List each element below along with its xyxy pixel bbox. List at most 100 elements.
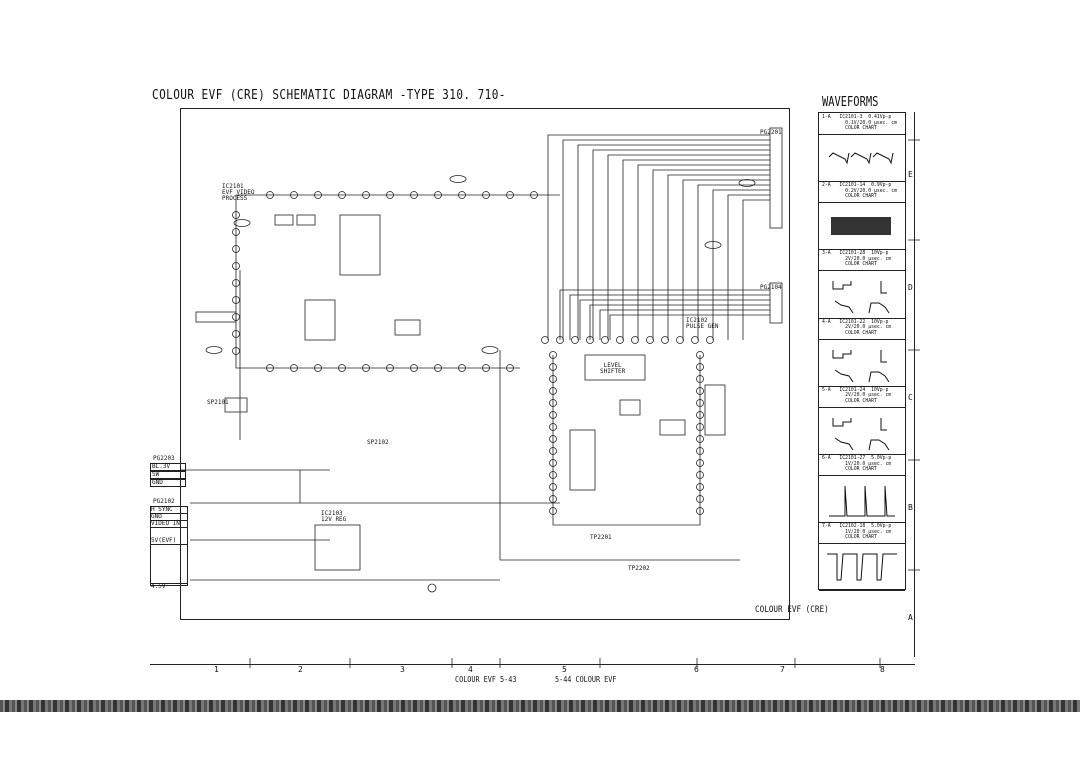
column-label: 4 — [468, 665, 473, 674]
wire — [562, 139, 770, 340]
pg2203-connector: BL.3V SW GND — [150, 463, 186, 487]
column-label: 7 — [780, 665, 785, 674]
ic-pin — [571, 336, 579, 344]
pg2102-connector: H SYNC GND VIDEO IN 5V(EVF) 4.5V — [150, 506, 188, 590]
legend-symbol — [427, 583, 437, 593]
ic2101-block — [339, 214, 381, 276]
connector-tag — [449, 175, 467, 183]
ic2102-label: IC2102 PULSE GEN — [686, 317, 719, 330]
ic2102-block — [704, 384, 726, 436]
waveform-trace — [819, 408, 905, 455]
column-ruler — [150, 664, 915, 665]
row-label: B — [908, 503, 913, 512]
ic-pin — [586, 336, 594, 344]
waveforms-title: WAVEFORMS — [822, 95, 879, 110]
waveform-caption: 5-A IC2101-24 10Vp-p 2V/20.0 µsec. cm CO… — [819, 386, 905, 408]
waveform-trace — [819, 135, 905, 183]
column-label: 8 — [880, 665, 885, 674]
ic2102-block — [619, 399, 641, 416]
ic2102-block — [659, 419, 686, 436]
ic2101-block — [394, 319, 421, 336]
wire — [579, 299, 770, 340]
waveform-caption: 7-A IC2102-18 5.0Vp-p 1V/20.0 µsec. cm C… — [819, 522, 905, 545]
right-border — [914, 112, 915, 657]
ic2101-block — [274, 214, 294, 226]
pin-label: H SYNC — [151, 507, 187, 514]
wire — [499, 350, 740, 561]
pin-label: BL.3V — [150, 463, 186, 471]
connector-tag — [205, 346, 223, 354]
ic-pin — [676, 336, 684, 344]
ic2102-block — [569, 429, 596, 491]
footer-left: COLOUR EVF 5-43 — [455, 675, 517, 684]
wire — [559, 289, 770, 340]
level-shifter-block — [584, 354, 646, 381]
pg2104-label: PG2104 — [760, 284, 782, 291]
tp2201-label: TP2201 — [590, 534, 612, 541]
wire — [607, 154, 770, 340]
ic-pin — [541, 336, 549, 344]
ic2101-label: IC2101 EVF VIDEO PROCESS — [222, 183, 255, 202]
wire — [652, 169, 770, 340]
ic-pin — [661, 336, 669, 344]
level-shifter-label: LEVEL SHIFTER — [600, 362, 626, 375]
pin-label: 5V(EVF) — [151, 538, 187, 545]
waveform-trace — [819, 340, 905, 387]
footer-right: 5-44 COLOUR EVF — [555, 675, 617, 684]
pin-label: SW — [150, 471, 186, 479]
ic-pin — [616, 336, 624, 344]
connector-tag — [738, 179, 756, 187]
pg2201-label: PG2201 — [760, 129, 782, 136]
wire — [599, 309, 770, 340]
sp-block — [195, 311, 237, 323]
ic-pin — [691, 336, 699, 344]
waveform-trace — [819, 203, 905, 251]
waveform-trace — [819, 476, 905, 524]
pg2104-connector — [769, 282, 783, 324]
pin-label: GND — [150, 479, 186, 487]
waveform-caption: 3-A IC2101-28 10Vp-p 2V/20.0 µsec. cm CO… — [819, 249, 905, 272]
sp2102-label: SP2102 — [367, 439, 389, 446]
connector-tag — [704, 241, 722, 249]
schematic-frame — [180, 108, 790, 620]
row-label: C — [908, 393, 913, 402]
column-label: 6 — [694, 665, 699, 674]
ic-pin — [646, 336, 654, 344]
wire — [727, 194, 770, 340]
connector-tag — [233, 219, 251, 227]
sp2101-label: SP2101 — [207, 399, 229, 406]
ic-pin — [556, 336, 564, 344]
pg2203-label: PG2203 — [153, 455, 175, 462]
wire — [609, 314, 770, 340]
pin-label: VIDEO IN — [151, 521, 187, 528]
wire — [190, 470, 560, 581]
pg2102-label: PG2102 — [153, 498, 175, 505]
column-label: 2 — [298, 665, 303, 674]
waveform-caption: 6-A IC2101-27 5.0Vp-p 1V/20.0 µsec. cm C… — [819, 454, 905, 476]
scan-edge-band — [0, 700, 1080, 712]
wire — [682, 179, 770, 340]
connector-tag — [481, 346, 499, 354]
column-label: 1 — [214, 665, 219, 674]
tp2202-label: TP2202 — [628, 565, 650, 572]
wire — [235, 194, 560, 369]
ic2103-block — [314, 524, 361, 571]
pin-label: GND — [151, 514, 187, 521]
wire — [589, 304, 770, 340]
waveforms-panel: 1-A IC2101-3 0.41Vp-p 0.1V/20.0 µsec. cm… — [818, 112, 906, 592]
waveform-trace — [819, 544, 905, 592]
wire — [592, 149, 770, 340]
waveform-caption: 2-A IC2101-14 0.9Vp-p 0.2V/20.0 µsec. cm… — [819, 181, 905, 204]
row-label: A — [908, 613, 913, 622]
pin-label: 4.5V — [151, 583, 187, 590]
section-label: COLOUR EVF (CRE) — [755, 605, 829, 615]
ic-pin — [706, 336, 714, 344]
ic2101-block — [304, 299, 336, 341]
row-label: D — [908, 283, 913, 292]
row-label: E — [908, 170, 913, 179]
wire — [577, 144, 770, 340]
column-label: 3 — [400, 665, 405, 674]
wire — [622, 159, 770, 340]
sp2101-block — [224, 397, 248, 413]
